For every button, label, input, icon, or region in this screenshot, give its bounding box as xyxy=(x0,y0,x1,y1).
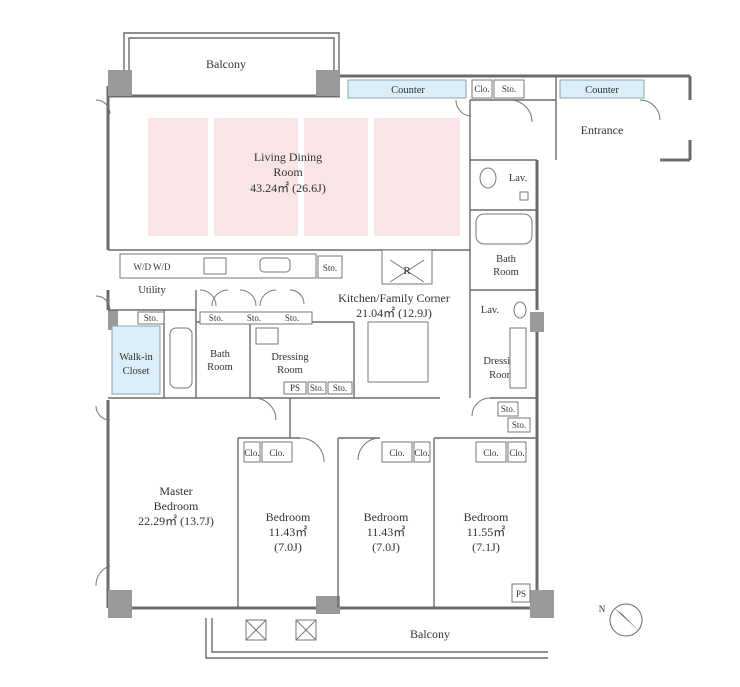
kitchen-sto-label: Sto. xyxy=(323,263,337,273)
bottom-balcony: Balcony xyxy=(205,618,548,659)
toilet xyxy=(479,167,529,201)
master-line1: Master xyxy=(159,484,192,498)
utility-label: Utility xyxy=(138,285,166,296)
left-bath-line2: Room xyxy=(207,362,233,373)
master-area: 22.29㎡ (13.7J) xyxy=(138,514,214,528)
structural-columns xyxy=(108,70,554,618)
kitchen-family-corner: Kitchen/Family Corner 21.04㎡ (12.9J) xyxy=(338,291,450,320)
right-basin xyxy=(513,301,527,319)
bedroom-3: Bedroom 11.55㎡ (7.1J) xyxy=(464,510,509,554)
left-dressing-sto2: Sto. xyxy=(333,383,347,393)
bedroom-closets: Clo. Clo. Clo. Clo. Clo. Clo. xyxy=(243,441,527,463)
top-sto-label: Sto. xyxy=(502,84,516,94)
bedroom1-line1: Bedroom xyxy=(266,510,311,524)
kitchen-row-sto1: Sto. xyxy=(209,313,223,323)
left-dressing-sto1: Sto. xyxy=(310,383,324,393)
bottom-balcony-label: Balcony xyxy=(410,627,450,641)
right-dressing-line1: Dressing xyxy=(483,356,521,367)
upper-bath-line2: Room xyxy=(493,267,519,278)
counter-left-label: Counter xyxy=(391,85,425,96)
fridge-label: R xyxy=(403,266,410,277)
lav-label-top: Lav. xyxy=(509,173,527,184)
top-closets: Clo. Sto. xyxy=(471,79,525,99)
top-clo-label: Clo. xyxy=(474,84,489,94)
bed2-clo-a: Clo. xyxy=(389,448,404,458)
kitchen-line1: Kitchen/Family Corner xyxy=(338,291,450,305)
kitchen-row-sto2: Sto. xyxy=(247,313,261,323)
right-dressing-sto1: Sto. xyxy=(501,404,515,414)
bed1-clo-a: Clo. xyxy=(244,448,259,458)
bedroom3-line1: Bedroom xyxy=(464,510,509,524)
kitchen-counter: W/D W/D Sto. R xyxy=(119,249,433,285)
lav-label-right: Lav. xyxy=(481,305,499,316)
bed3-clo-b: Clo. xyxy=(509,448,524,458)
living-line2: Room xyxy=(273,165,303,179)
bedroom2-line1: Bedroom xyxy=(364,510,409,524)
bedroom2-jo: (7.0J) xyxy=(372,540,400,554)
left-bath-line1: Bath xyxy=(210,349,231,360)
kitchen-row-sto3: Sto. xyxy=(285,313,299,323)
upper-bath-line1: Bath xyxy=(496,254,517,265)
master-line2: Bedroom xyxy=(154,499,199,513)
ps-bottom: PS xyxy=(511,583,531,603)
bedroom1-jo: (7.0J) xyxy=(274,540,302,554)
top-balcony-label: Balcony xyxy=(206,57,246,71)
walkin-line2: Closet xyxy=(123,366,150,377)
bedroom3-area: 11.55㎡ xyxy=(467,525,506,539)
ps-label-bottom: PS xyxy=(516,589,526,599)
right-dressing-line2: Room xyxy=(489,370,515,381)
bed2-clo-b: Clo. xyxy=(414,448,429,458)
counter-right: Counter xyxy=(559,79,645,99)
living-dining-room: Living Dining Room 43.24㎡ (26.6J) xyxy=(250,150,326,195)
north-arrow: N xyxy=(599,603,643,637)
bedroom3-jo: (7.1J) xyxy=(472,540,500,554)
master-bedroom: Master Bedroom 22.29㎡ (13.7J) xyxy=(138,484,214,528)
bed3-clo-a: Clo. xyxy=(483,448,498,458)
doors xyxy=(95,99,661,587)
counter-right-label: Counter xyxy=(585,85,619,96)
right-dressing-sto2: Sto. xyxy=(512,420,526,430)
top-balcony: Balcony xyxy=(123,32,340,71)
utility-sto-label: Sto. xyxy=(144,313,158,323)
living-line1: Living Dining xyxy=(254,150,322,164)
left-dressing-line1: Dressing xyxy=(271,352,309,363)
left-bath: Bath Room xyxy=(169,327,233,389)
living-area: 43.24㎡ (26.6J) xyxy=(250,181,326,195)
living-dining-fill xyxy=(148,118,460,236)
north-label: N xyxy=(599,604,606,614)
bed1-clo-b: Clo. xyxy=(269,448,284,458)
left-dressing-line2: Room xyxy=(277,365,303,376)
bedroom1-area: 11.43㎡ xyxy=(269,525,308,539)
kitchen-storage-row: Sto. Sto. Sto. xyxy=(199,311,429,383)
utility-sto: Sto. xyxy=(137,311,165,325)
left-dressing: Dressing Room PS Sto. Sto. xyxy=(255,327,353,395)
bedroom-2: Bedroom 11.43㎡ (7.0J) xyxy=(364,510,409,554)
entrance-label: Entrance xyxy=(581,123,624,137)
walkin-line1: Walk-in xyxy=(119,352,153,363)
bedroom2-area: 11.43㎡ xyxy=(367,525,406,539)
bedroom-1: Bedroom 11.43㎡ (7.0J) xyxy=(266,510,311,554)
right-dressing: Dressing Room Sto. Sto. xyxy=(483,327,531,433)
upper-bath: Bath Room xyxy=(475,213,533,278)
walk-in-closet: Walk-in Closet xyxy=(111,325,161,395)
wdwd-label: W/D W/D xyxy=(133,262,171,272)
counter-left: Counter xyxy=(347,79,467,99)
ps-label-dressing: PS xyxy=(290,383,300,393)
kitchen-area: 21.04㎡ (12.9J) xyxy=(356,306,432,320)
